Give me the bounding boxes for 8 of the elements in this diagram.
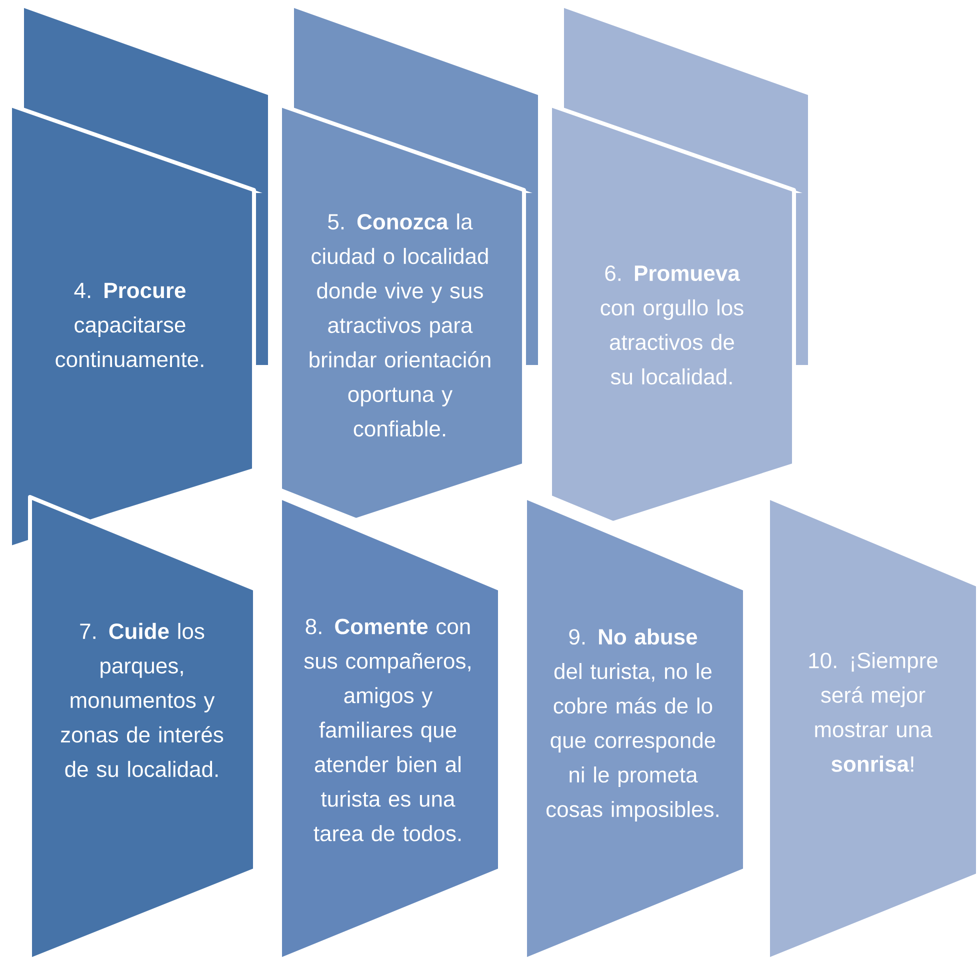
chevron-box: 8. Comente con sus compañeros, amigos y familiares que atender bien al turista es una tarea de todos. [278, 495, 502, 960]
chevron-box: 10. ¡Siempre será mejor mostrar una sonrisa! [766, 495, 978, 960]
chevron-box [294, 8, 538, 195]
chevron-box: 9. No abuse del turista, no le cobre más de lo que corresponde ni le prometa cosas imposibles. [523, 495, 747, 960]
chevron-box: 7. Cuide los parques, monumentos y zonas de interés de su localidad. [28, 495, 257, 960]
chevron-box [564, 8, 808, 195]
chevron-box [24, 8, 268, 195]
node-label: 7. Cuide los parques, monumentos y zonas de interés de su localidad. [60, 622, 224, 778]
